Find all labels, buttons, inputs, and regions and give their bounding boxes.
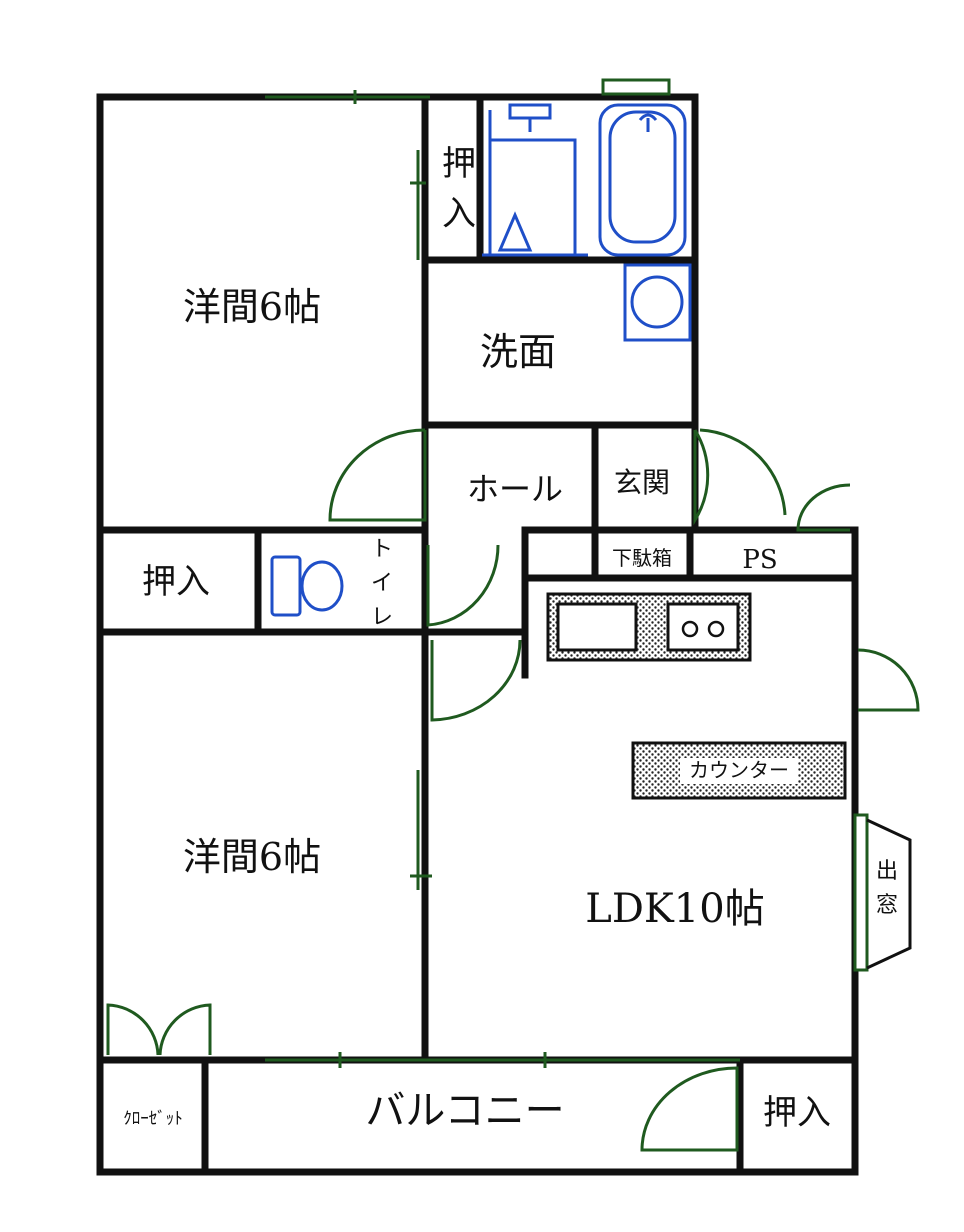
label-ps: PS [742, 545, 777, 575]
label-hall: ホール [467, 470, 563, 508]
stove-icon [666, 602, 740, 652]
label-toilet-3: レ [371, 605, 393, 630]
label-toilet-1: ト [371, 537, 393, 562]
label-oshiire-mid: 押入 [142, 562, 210, 602]
label-toilet-2: イ [371, 571, 393, 596]
label-ldk: LDK10帖 [585, 886, 764, 932]
label-western-room-2: 洋間6帖 [183, 835, 321, 879]
label-oshiire-top-2: 入 [442, 194, 476, 234]
toilet-icon [270, 555, 344, 617]
label-senmen: 洗面 [480, 330, 556, 374]
washing-machine-icon [623, 263, 692, 342]
label-getabako: 下駄箱 [612, 546, 672, 570]
bathtub-icon [598, 103, 687, 257]
label-demado-1: 出 [876, 859, 898, 884]
swing-doors [106, 428, 920, 1152]
shower-icon [488, 110, 577, 255]
label-genkan: 玄関 [614, 466, 670, 499]
label-closet: ｸﾛｰｾﾞｯﾄ [123, 1109, 183, 1129]
label-balcony: バルコニー [365, 1088, 564, 1134]
label-oshiire-top-1: 押 [442, 144, 476, 184]
windows [265, 78, 912, 1068]
label-counter: カウンター [689, 758, 789, 782]
label-oshiire-balcony: 押入 [763, 1093, 831, 1133]
label-western-room-1: 洋間6帖 [183, 285, 321, 329]
kitchen [546, 592, 847, 800]
sink-icon [556, 602, 638, 652]
fixtures [270, 103, 692, 617]
label-demado-2: 窓 [876, 893, 898, 918]
room-labels: 洋間6帖 押 入 洗面 ホール 玄関 押入 ト イ レ 下駄箱 PS カウンター… [123, 144, 898, 1134]
